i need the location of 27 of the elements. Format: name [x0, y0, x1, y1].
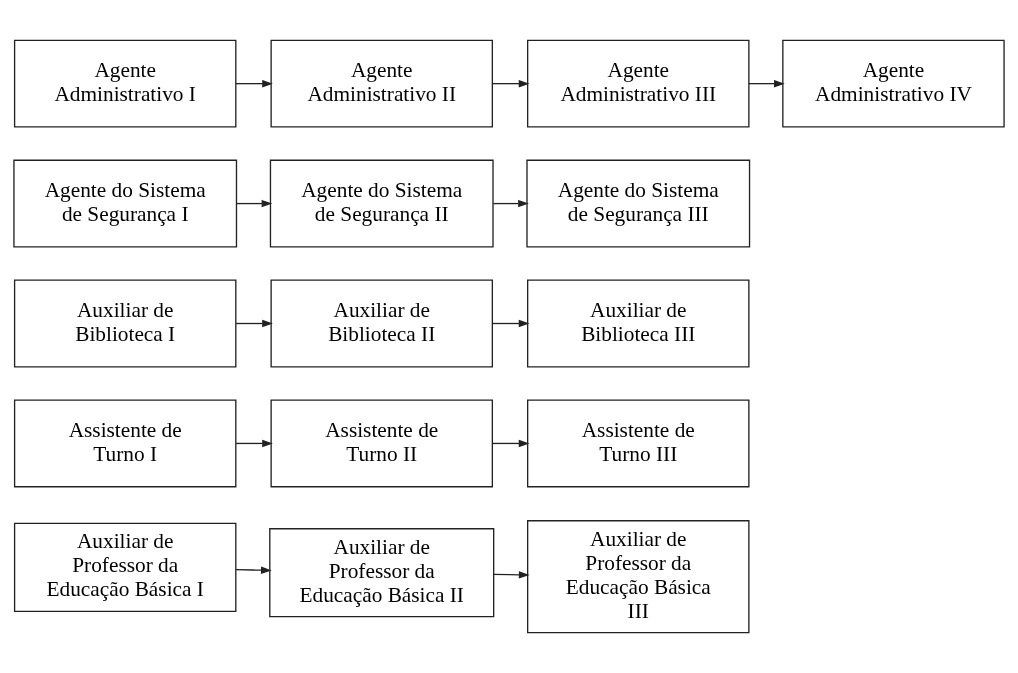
arrow: [235, 319, 273, 328]
node-box: Auxiliar de Professor da Educação Básica I: [13, 522, 237, 612]
arrow: [235, 439, 273, 448]
node-box: Auxiliar de Professor da Educação Básica II: [269, 528, 495, 618]
node-box: Agente do Sistema de Segurança I: [13, 159, 238, 248]
node-box: Assistente de Turno III: [527, 399, 750, 488]
node-box: Auxiliar de Biblioteca I: [13, 279, 237, 368]
arrow: [235, 566, 272, 574]
arrow: [236, 199, 273, 208]
arrow: [235, 79, 273, 88]
arrow: [492, 199, 529, 208]
node-box: Assistente de Turno II: [270, 399, 493, 488]
arrow: [491, 319, 530, 328]
arrow: [493, 571, 530, 579]
arrow: [491, 439, 530, 448]
node-box: Agente do Sistema de Segurança III: [526, 159, 751, 248]
node-box: Auxiliar de Biblioteca III: [527, 279, 750, 368]
arrow: [748, 79, 785, 88]
node-box: Agente do Sistema de Segurança II: [269, 159, 494, 248]
node-box: Agente Administrativo III: [527, 39, 750, 128]
node-box: Agente Administrativo I: [13, 39, 237, 128]
arrow: [491, 79, 530, 88]
node-box: Auxiliar de Professor da Educação Básica III: [527, 520, 750, 634]
node-box: Auxiliar de Biblioteca II: [270, 279, 493, 368]
node-box: Agente Administrativo IV: [782, 39, 1005, 128]
node-box: Agente Administrativo II: [270, 39, 493, 128]
node-box: Assistente de Turno I: [13, 399, 237, 488]
